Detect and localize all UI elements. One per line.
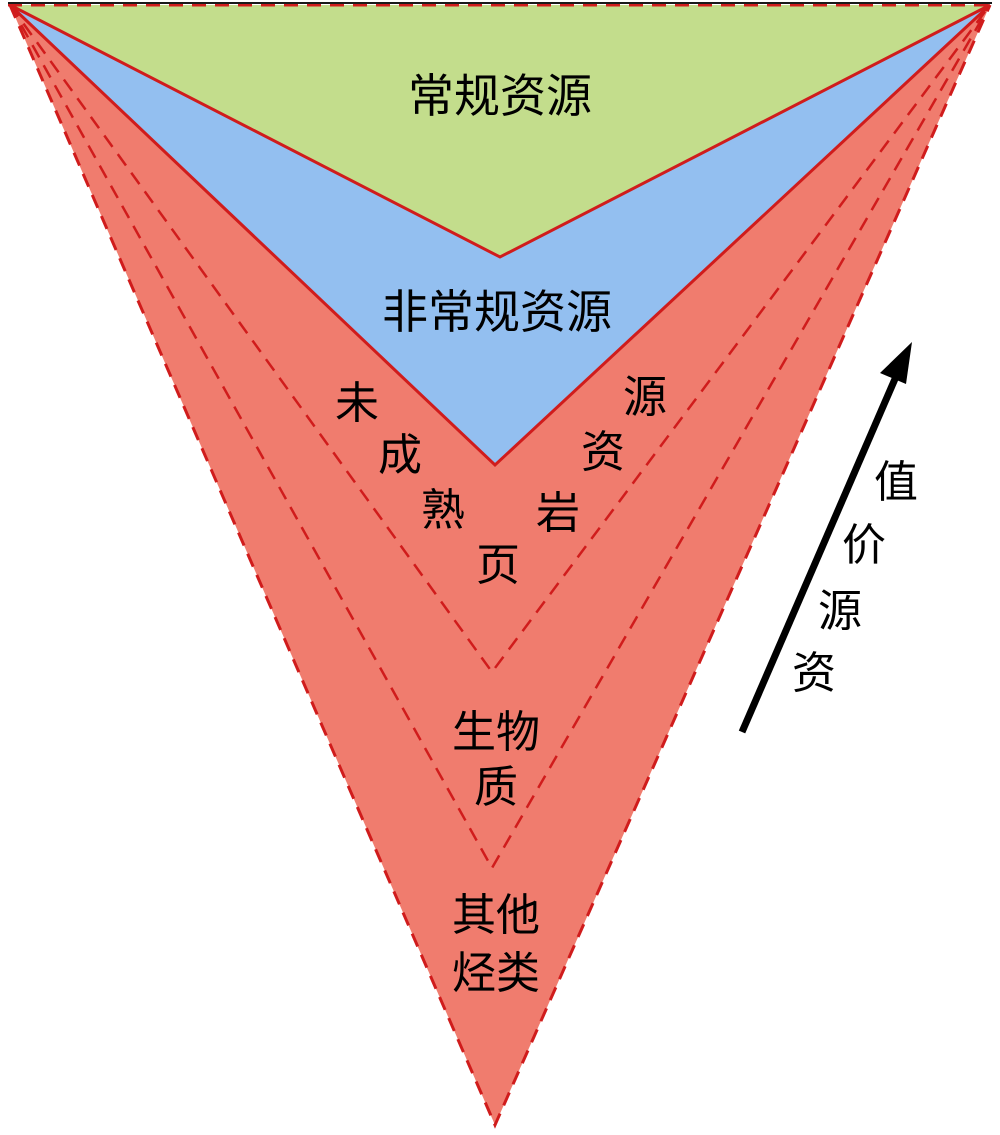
shale-resource-char-3: 源 xyxy=(623,372,667,423)
unconventional-label: 非常规资源 xyxy=(382,285,612,339)
biomass-label-line-1: 生物 xyxy=(452,707,540,758)
conventional-region xyxy=(10,5,990,257)
shale-resource-char-1: 岩 xyxy=(536,488,580,539)
other-hydrocarbons-line-1: 其他 xyxy=(452,890,540,941)
immature-shale-char-4: 页 xyxy=(476,540,520,591)
immature-shale-char-3: 熟 xyxy=(421,485,465,536)
immature-shale-char-1: 未 xyxy=(335,378,379,429)
shale-resource-char-2: 资 xyxy=(581,427,625,478)
up-right-arrow-icon xyxy=(738,370,902,734)
resource-value-char-3: 源 xyxy=(818,586,862,637)
biomass-label-line-2: 质 xyxy=(474,762,518,813)
other-resources-region xyxy=(10,5,990,1125)
unconventional-boundary xyxy=(8,3,992,468)
arrowhead-icon xyxy=(880,342,912,384)
resource-value-char-2: 价 xyxy=(842,520,886,571)
biomass-boundary-dashed xyxy=(8,4,992,871)
resource-value-char-1: 值 xyxy=(874,457,918,508)
conventional-label: 常规资源 xyxy=(408,69,592,123)
resource-value-char-4: 资 xyxy=(792,648,836,699)
outer-boundary-dashed xyxy=(8,4,992,1129)
other-hydrocarbons-line-2: 烃类 xyxy=(452,948,540,999)
immature-shale-char-2: 成 xyxy=(378,430,422,481)
conventional-boundary xyxy=(9,3,991,259)
